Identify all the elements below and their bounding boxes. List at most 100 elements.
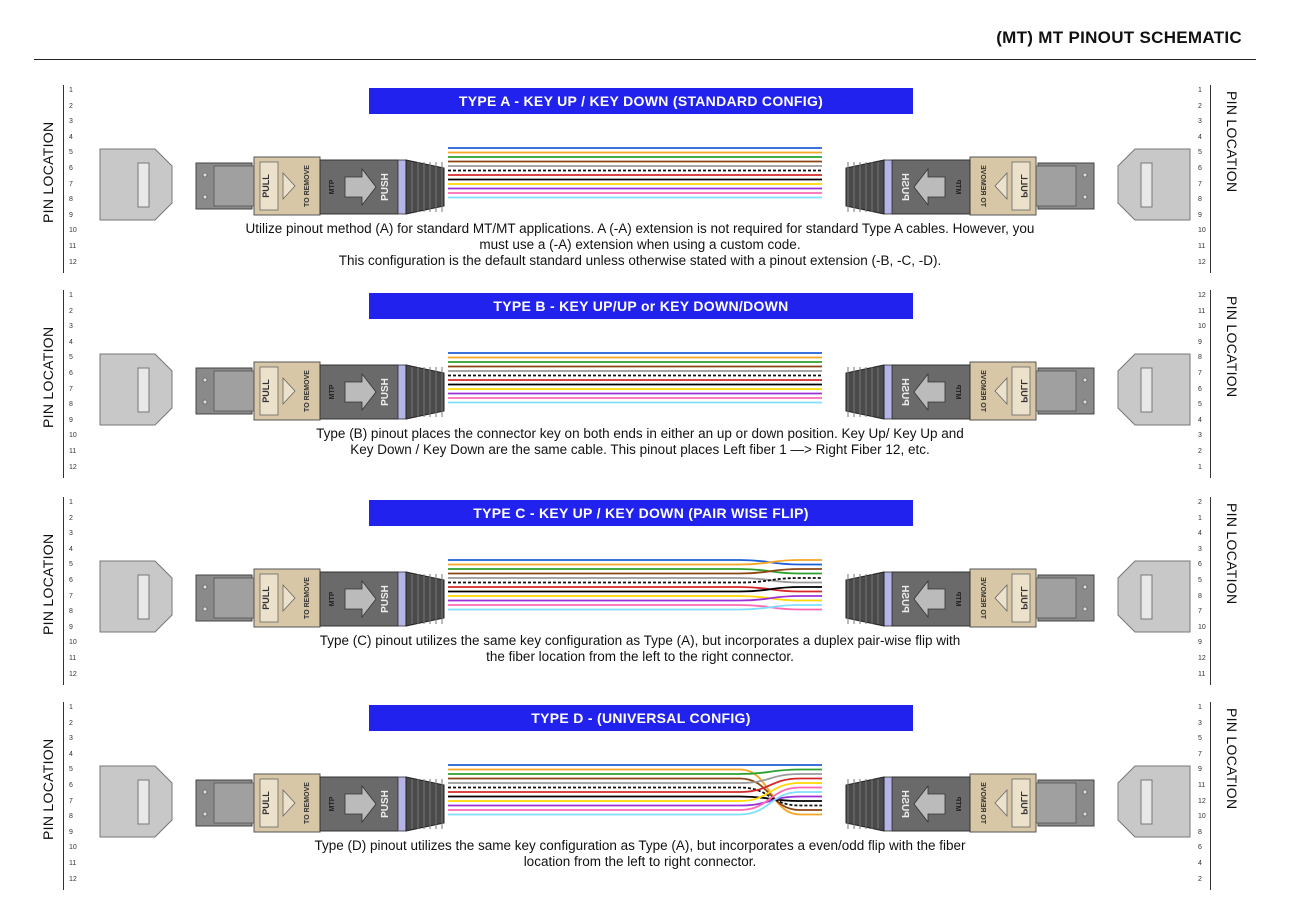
pin-number: 11 [69, 860, 77, 867]
remove-text: TO REMOVE [304, 782, 311, 824]
pin-number: 12 [69, 875, 77, 883]
fiber-line [448, 777, 822, 811]
pin-number: 9 [69, 828, 73, 836]
pin-location-label-left: PIN LOCATION [40, 326, 56, 428]
push-text: PUSH [899, 173, 910, 201]
pin-number: 9 [69, 623, 73, 631]
brand-text: MTP [954, 179, 961, 194]
pin-number: 12 [69, 258, 77, 266]
type-title-banner: TYPE A - KEY UP / KEY DOWN (STANDARD CON… [369, 88, 913, 114]
pin-number: 7 [1198, 370, 1202, 377]
description-line: the fiber location from the left to the … [486, 649, 794, 664]
pin-number: 11 [1198, 670, 1206, 678]
pin-number: 10 [1198, 623, 1206, 631]
pin-number: 8 [69, 196, 73, 204]
pin-number: 4 [1198, 860, 1202, 867]
pin-number: 10 [69, 432, 77, 440]
pin-number: 4 [69, 750, 73, 758]
pin-number: 2 [69, 514, 73, 522]
type-title-banner: TYPE D - (UNIVERSAL CONFIG) [369, 705, 913, 731]
pin-number: 8 [1198, 196, 1202, 204]
fiber-line [448, 568, 822, 575]
pin-number: 10 [69, 639, 77, 647]
brand-text: MTP [329, 796, 336, 811]
pull-text: PULL [261, 379, 271, 403]
pin-number: 6 [1198, 561, 1202, 569]
pin-number: 7 [69, 385, 73, 393]
pin-number: 9 [1198, 338, 1202, 346]
left-connector: PULL TO REMOVE MTP PUSH [99, 765, 445, 838]
fiber-line [448, 782, 822, 802]
push-text: PUSH [899, 790, 910, 818]
fiber-bundle [448, 559, 822, 611]
description-line: Key Down / Key Down are the same cable. … [350, 442, 930, 457]
pin-number: 5 [69, 354, 73, 362]
pin-number: 5 [69, 149, 73, 157]
pin-number: 8 [1198, 828, 1202, 836]
pin-number: 11 [69, 243, 77, 250]
remove-text: TO REMOVE [304, 165, 311, 207]
pin-number: 3 [69, 735, 73, 743]
pin-number: 2 [1198, 448, 1202, 455]
pin-number: 1 [69, 704, 73, 711]
fiber-line [448, 577, 822, 584]
pull-text: PULL [1019, 379, 1029, 403]
remove-text: TO REMOVE [979, 577, 986, 619]
type-description: Type (D) pinout utilizes the same key co… [120, 838, 1160, 870]
fiber-line [448, 786, 822, 811]
pin-number: 7 [69, 797, 73, 805]
pin-number: 7 [1198, 750, 1202, 758]
pin-location-label-right: PIN LOCATION [1224, 91, 1240, 193]
pull-text: PULL [261, 174, 271, 198]
brand-text: MTP [329, 591, 336, 606]
pin-number: 5 [1198, 401, 1202, 409]
type-title-banner: TYPE B - KEY UP/UP or KEY DOWN/DOWN [369, 293, 913, 319]
type-description: Utilize pinout method (A) for standard M… [120, 221, 1160, 269]
pin-number: 1 [69, 87, 73, 94]
fiber-line [448, 768, 822, 775]
pin-number: 10 [69, 844, 77, 852]
pin-number: 1 [1198, 463, 1202, 471]
fiber-line [448, 586, 822, 593]
push-text: PUSH [380, 790, 391, 818]
pin-number: 8 [1198, 354, 1202, 362]
pin-location-label-right: PIN LOCATION [1224, 708, 1240, 810]
brand-text: MTP [329, 384, 336, 399]
pin-number: 8 [69, 401, 73, 409]
brand-text: MTP [954, 796, 961, 811]
pin-location-label-right: PIN LOCATION [1224, 296, 1240, 398]
pin-number: 12 [69, 670, 77, 678]
pin-number: 2 [69, 307, 73, 315]
header-title: (MT) MT PINOUT SCHEMATIC [996, 28, 1242, 47]
pull-text: PULL [1019, 791, 1029, 815]
pin-number: 4 [1198, 530, 1202, 538]
pull-text: PULL [261, 791, 271, 815]
pin-number: 9 [1198, 639, 1202, 647]
brand-text: MTP [954, 591, 961, 606]
pin-number: 3 [69, 530, 73, 538]
pin-number: 6 [1198, 165, 1202, 172]
pin-number: 6 [1198, 844, 1202, 852]
pin-number: 2 [69, 719, 73, 727]
description-line: This configuration is the default standa… [338, 253, 942, 268]
pin-number: 7 [1198, 180, 1202, 188]
pin-number: 4 [69, 545, 73, 553]
pin-number: 3 [1198, 432, 1202, 440]
remove-text: TO REMOVE [304, 577, 311, 619]
pin-number: 11 [69, 655, 77, 662]
pin-number: 9 [69, 211, 73, 219]
